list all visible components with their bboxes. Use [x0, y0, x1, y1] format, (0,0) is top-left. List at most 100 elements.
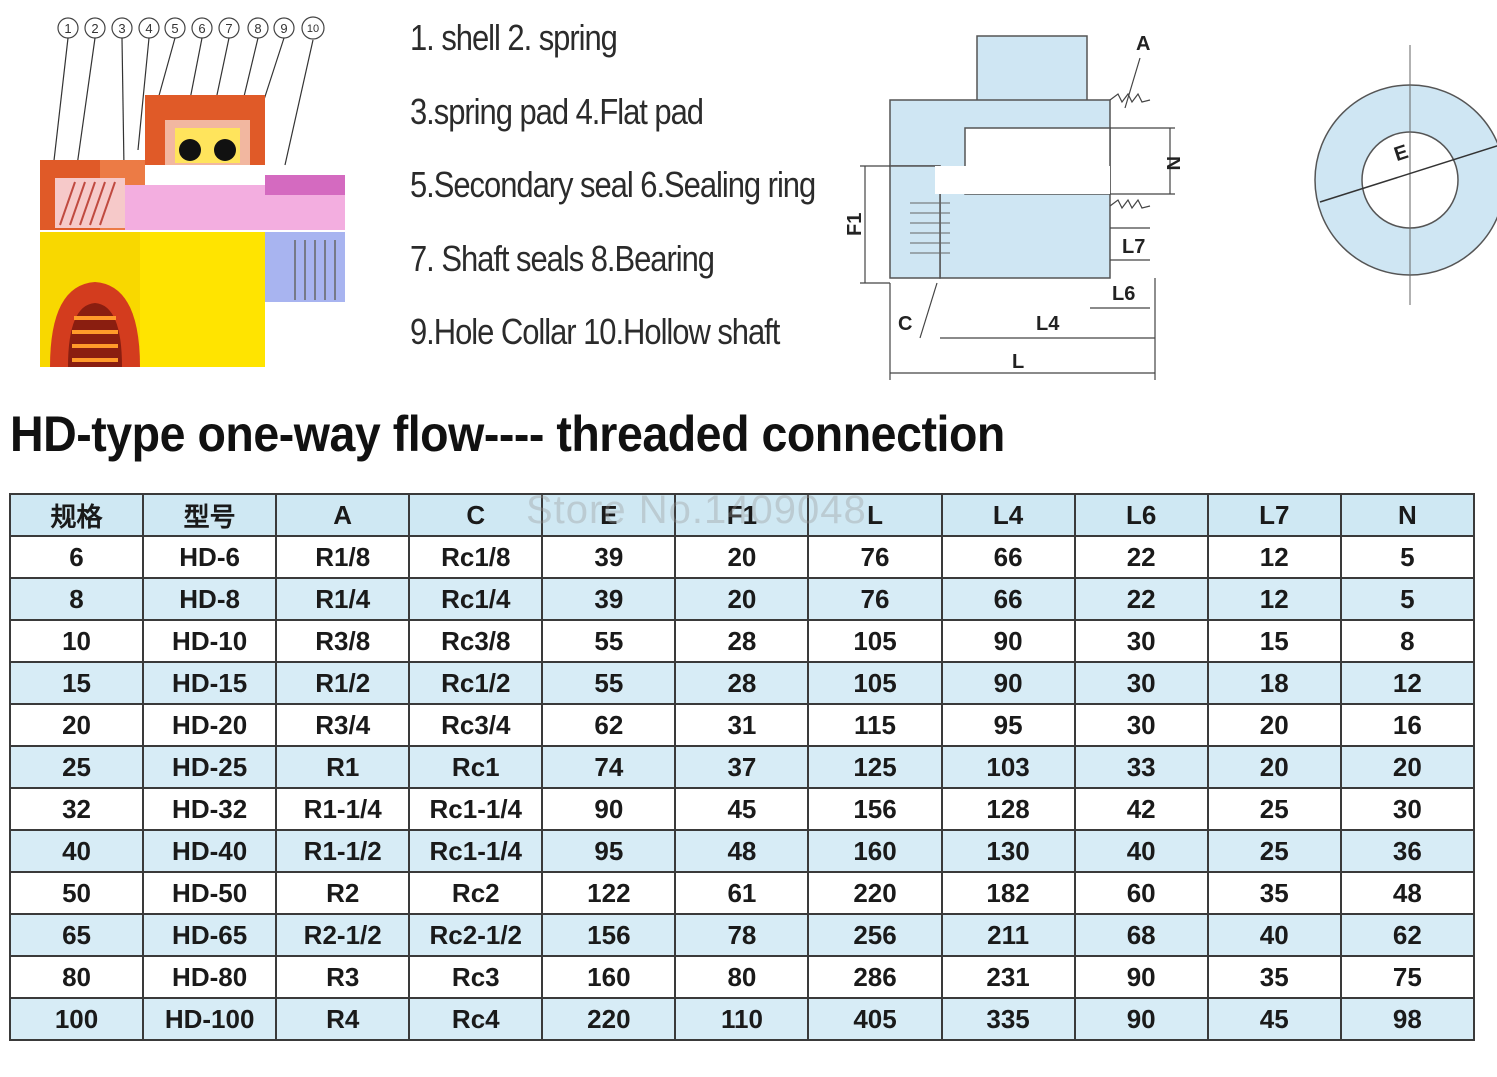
table-cell: 39 — [541, 535, 677, 579]
table-cell: 95 — [940, 703, 1076, 747]
header-section: 1 2 3 4 5 6 7 8 9 10 — [0, 0, 1497, 400]
dim-label-e: E — [1392, 141, 1411, 166]
table-cell: Rc1 — [408, 745, 544, 789]
table-cell: 5 — [1339, 535, 1476, 579]
table-cell: 98 — [1339, 997, 1476, 1041]
table-cell: 40 — [1206, 913, 1342, 957]
table-cell: 335 — [940, 997, 1076, 1041]
table-cell: Rc1-1/4 — [408, 829, 544, 873]
table-cell: R2 — [275, 871, 411, 915]
parts-list-item: 7. Shaft seals 8.Bearing — [410, 237, 715, 279]
table-header-row: 规格 型号 A C E F1 L L4 L6 L7 N — [8, 493, 1476, 537]
dim-label-c: C — [898, 313, 912, 335]
table-cell: 20 — [8, 703, 145, 747]
table-cell: Rc1-1/4 — [408, 787, 544, 831]
table-cell: 182 — [940, 871, 1076, 915]
table-cell: HD-65 — [142, 913, 278, 957]
table-cell: 66 — [940, 577, 1076, 621]
table-cell: 30 — [1339, 787, 1476, 831]
table-cell: Rc3 — [408, 955, 544, 999]
table-cell: 115 — [807, 703, 943, 747]
cutaway-illustration: 1 2 3 4 5 6 7 8 9 10 — [40, 16, 345, 367]
table-cell: 76 — [807, 577, 943, 621]
table-cell: 68 — [1073, 913, 1209, 957]
part-number-9: 9 — [273, 17, 295, 39]
table-cell: 5 — [1339, 577, 1476, 621]
table-cell: 20 — [1206, 703, 1342, 747]
table-cell: 20 — [674, 535, 810, 579]
table-cell: 36 — [1339, 829, 1476, 873]
table-cell: 90 — [940, 619, 1076, 663]
table-cell: HD-32 — [142, 787, 278, 831]
table-cell: 105 — [807, 619, 943, 663]
dim-label-l: L — [1012, 351, 1024, 373]
table-cell: 22 — [1073, 577, 1209, 621]
table-cell: 160 — [541, 955, 677, 999]
part-number-6: 6 — [191, 17, 213, 39]
table-cell: HD-80 — [142, 955, 278, 999]
part-number-10: 10 — [301, 16, 325, 40]
table-cell: R1-1/4 — [275, 787, 411, 831]
table-cell: 30 — [1073, 703, 1209, 747]
table-cell: R4 — [275, 997, 411, 1041]
table-cell: 6 — [8, 535, 145, 579]
table-cell: HD-40 — [142, 829, 278, 873]
table-cell: 90 — [1073, 997, 1209, 1041]
part-number-3: 3 — [111, 17, 133, 39]
table-cell: 42 — [1073, 787, 1209, 831]
table-cell: 405 — [807, 997, 943, 1041]
svg-text:9: 9 — [280, 21, 287, 36]
table-cell: 66 — [940, 535, 1076, 579]
parts-list-item: 3.spring pad 4.Flat pad — [410, 90, 704, 132]
table-cell: HD-8 — [142, 577, 278, 621]
table-cell: 130 — [940, 829, 1076, 873]
svg-text:10: 10 — [307, 23, 319, 35]
table-cell: 60 — [1073, 871, 1209, 915]
table-cell: 30 — [1073, 619, 1209, 663]
parts-list: 1. shell 2. spring 3.spring pad 4.Flat p… — [410, 14, 881, 382]
table-cell: 90 — [541, 787, 677, 831]
table-cell: 75 — [1339, 955, 1476, 999]
dim-label-l7: L7 — [1122, 236, 1145, 258]
table-cell: 45 — [1206, 997, 1342, 1041]
table-cell: 31 — [674, 703, 810, 747]
table-cell: 55 — [541, 661, 677, 705]
part-number-8: 8 — [247, 17, 269, 39]
table-cell: 110 — [674, 997, 810, 1041]
column-header: F1 — [674, 493, 810, 537]
part-number-1: 1 — [57, 17, 79, 39]
table-cell: 12 — [1206, 535, 1342, 579]
part-number-5: 5 — [164, 17, 186, 39]
table-cell: 15 — [8, 661, 145, 705]
table-cell: HD-25 — [142, 745, 278, 789]
table-cell: 50 — [8, 871, 145, 915]
table-cell: 48 — [674, 829, 810, 873]
parts-list-item: 1. shell 2. spring — [410, 17, 618, 58]
table-cell: 62 — [541, 703, 677, 747]
table-cell: R2-1/2 — [275, 913, 411, 957]
table-cell: 15 — [1206, 619, 1342, 663]
dim-label-n: N — [1162, 156, 1180, 170]
table-cell: 10 — [8, 619, 145, 663]
column-header: A — [275, 493, 411, 537]
table-cell: HD-20 — [142, 703, 278, 747]
table-cell: 48 — [1339, 871, 1476, 915]
table-cell: 65 — [8, 913, 145, 957]
table-cell: 90 — [940, 661, 1076, 705]
table-cell: R1-1/2 — [275, 829, 411, 873]
column-header: L — [807, 493, 943, 537]
dimension-drawing: A N F1 L7 L6 C L4 L — [844, 33, 1180, 380]
table-cell: 90 — [1073, 955, 1209, 999]
parts-list-item: 9.Hole Collar 10.Hollow shaft — [410, 311, 780, 352]
table-cell: 156 — [541, 913, 677, 957]
table-cell: 156 — [807, 787, 943, 831]
